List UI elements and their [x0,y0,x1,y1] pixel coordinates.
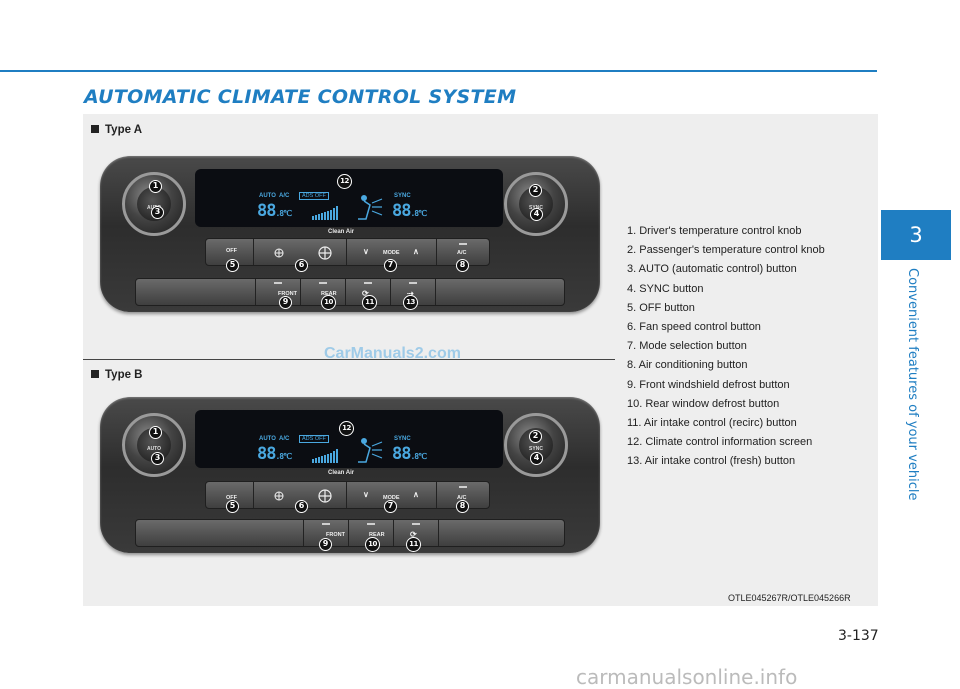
legend-item: 9. Front windshield defrost button [627,378,790,391]
callout-8: 8 [456,500,469,513]
clean-air-label: Clean Air [328,229,355,235]
recirc-icon: ⟳ [410,530,417,539]
fan-speed-button[interactable] [254,482,347,508]
callout-8: 8 [456,259,469,272]
figure-divider [83,359,615,360]
chevron-down-icon: ∨ [363,490,369,499]
ac-button[interactable]: A/C [437,239,491,265]
legend-item: 5. OFF button [627,301,695,314]
callout-6: 6 [295,500,308,513]
passenger-temp-knob[interactable]: SYNC [504,413,568,477]
type-a-label: Type A [91,124,142,136]
legend-item: 4. SYNC button [627,282,704,295]
callout-11: 11 [406,537,421,552]
climate-info-screen: AUTO A/C ADS OFF SYNC 88.8℃ 88.8℃ [195,410,503,468]
ac-button[interactable]: A/C [437,482,491,508]
fan-large-icon [318,489,332,503]
chevron-up-icon: ∧ [413,247,419,256]
front-defrost-button[interactable]: FRONT [256,279,301,305]
callout-3: 3 [151,206,164,219]
callout-2: 2 [529,184,542,197]
legend-item: 12. Climate control information screen [627,436,813,449]
mode-button[interactable]: ∨ MODE ∧ [347,239,437,265]
callout-5: 5 [226,500,239,513]
button-row-lower: FRONT REAR ⟳ [135,519,565,547]
page-number: 3-137 [838,628,879,644]
callout-5: 5 [226,259,239,272]
callout-4: 4 [530,452,543,465]
button-row-upper: OFF ∨ MODE ∧ A/C [205,481,490,509]
header-rule [0,70,877,72]
page-title: AUTOMATIC CLIMATE CONTROL SYSTEM [84,86,517,108]
chapter-title: Convenient features of your vehicle [905,268,920,501]
callout-7: 7 [384,500,397,513]
passenger-temp-knob[interactable]: SYNC [504,172,568,236]
callout-12: 12 [337,174,352,189]
seat-airflow-icon [358,438,383,463]
seat-airflow-icon [358,195,383,220]
driver-temp-knob[interactable]: AUTO [122,413,186,477]
mode-button[interactable]: ∨ MODE ∧ [347,482,437,508]
fresh-air-button[interactable]: ⇢ [391,279,436,305]
chapter-number: 3 [909,223,923,247]
recirc-button[interactable]: ⟳ [394,520,439,546]
legend-list: 1. Driver's temperature control knob 2. … [627,222,825,471]
button-row-upper: OFF ∨ MODE ∧ A/C [205,238,490,266]
watermark: CarManuals2.com [324,345,461,362]
callout-7: 7 [384,259,397,272]
callout-10: 10 [321,295,336,310]
legend-item: 10. Rear window defrost button [627,397,780,410]
fan-large-icon [318,246,332,260]
recirc-button[interactable]: ⟳ [346,279,391,305]
legend-item: 1. Driver's temperature control knob [627,225,802,237]
callout-9: 9 [319,538,332,551]
square-bullet-icon [91,370,99,378]
rear-defrost-button[interactable]: REAR [349,520,394,546]
off-button[interactable]: OFF [206,482,254,508]
callout-10: 10 [365,537,380,552]
square-bullet-icon [91,125,99,133]
callout-9: 9 [279,296,292,309]
legend-item: 11. Air intake control (recirc) button [627,416,797,429]
callout-1: 1 [149,426,162,439]
callout-11: 11 [362,295,377,310]
callout-3: 3 [151,452,164,465]
button-row-lower: FRONT REAR ⟳ ⇢ [135,278,565,306]
fan-speed-button[interactable] [254,239,347,265]
legend-item: 7. Mode selection button [627,340,747,353]
recirc-icon: ⟳ [362,289,369,298]
control-panel-type-b: AUTO SYNC AUTO A/C ADS OFF SYNC 88.8℃ 88… [100,397,600,553]
fan-small-icon [274,248,284,258]
figure-code: OTLE045267R/OTLE045266R [728,593,851,603]
rear-defrost-button[interactable]: REAR [301,279,346,305]
chevron-down-icon: ∨ [363,247,369,256]
clean-air-label: Clean Air [328,470,355,476]
fresh-air-icon: ⇢ [407,289,414,298]
fan-level-bars [312,206,338,220]
off-button[interactable]: OFF [206,239,254,265]
callout-1: 1 [149,180,162,193]
callout-12: 12 [339,421,354,436]
type-b-label: Type B [91,369,143,381]
callout-4: 4 [530,208,543,221]
site-footer: carmanualsonline.info [576,665,798,689]
legend-item: 3. AUTO (automatic control) button [627,263,797,276]
fan-small-icon [274,491,284,501]
legend-item: 8. Air conditioning button [627,359,748,372]
callout-6: 6 [295,259,308,272]
legend-item: 2. Passenger's temperature control knob [627,244,825,257]
fan-level-bars [312,449,338,463]
callout-2: 2 [529,430,542,443]
chevron-up-icon: ∧ [413,490,419,499]
callout-13: 13 [403,295,418,310]
chapter-tab: 3 [881,210,951,260]
front-defrost-button[interactable]: FRONT [304,520,349,546]
legend-item: 6. Fan speed control button [627,320,761,333]
climate-info-screen: AUTO A/C ADS OFF SYNC 88.8℃ 88.8℃ [195,169,503,227]
legend-item: 13. Air intake control (fresh) button [627,455,796,468]
